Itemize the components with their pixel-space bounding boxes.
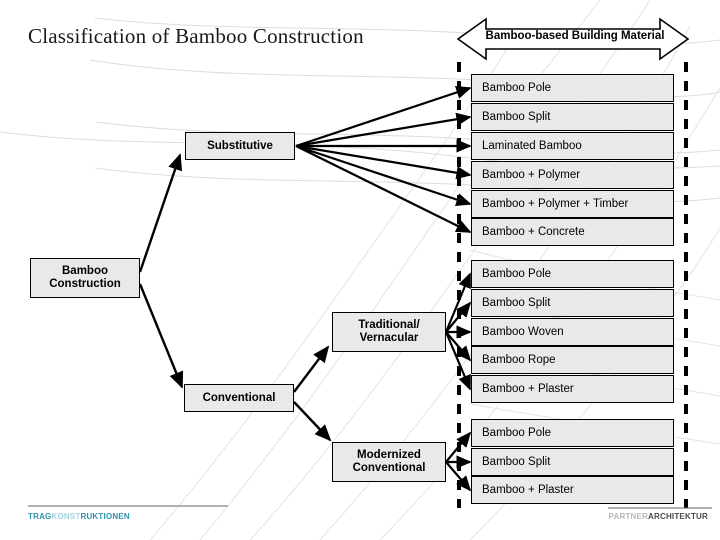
logo-tragkonstruktionen: TRAGKONSTRUKTIONEN	[28, 512, 130, 521]
node-conventional[interactable]: Conventional	[184, 384, 294, 412]
leaf-item[interactable]: Bamboo Pole	[471, 74, 674, 102]
leaf-item[interactable]: Bamboo Split	[471, 103, 674, 131]
leaf-item[interactable]: Bamboo + Plaster	[471, 375, 674, 403]
banner-label: Bamboo-based Building Material	[485, 30, 665, 42]
logo-right-mid: NER	[630, 512, 649, 521]
logo-left-prefix: TRAG	[28, 512, 52, 521]
leaf-item[interactable]: Bamboo Woven	[471, 318, 674, 346]
node-bamboo-construction[interactable]: Bamboo Construction	[30, 258, 140, 298]
leaf-item[interactable]: Bamboo + Polymer + Timber	[471, 190, 674, 218]
leaf-item[interactable]: Bamboo Split	[471, 289, 674, 317]
leaf-item[interactable]: Bamboo + Plaster	[471, 476, 674, 504]
leaf-item[interactable]: Laminated Bamboo	[471, 132, 674, 160]
logo-left-mid: KONST	[51, 512, 81, 521]
logo-left-suffix: RUKTIONEN	[80, 512, 130, 521]
leaf-item[interactable]: Bamboo + Polymer	[471, 161, 674, 189]
leaf-item[interactable]: Bamboo Rope	[471, 346, 674, 374]
logo-right-prefix: PART	[608, 512, 631, 521]
leaf-item[interactable]: Bamboo Split	[471, 448, 674, 476]
banner-arrow-shape	[456, 17, 690, 61]
logo-architektur: PARTNERARCHITEKTUR	[609, 512, 708, 521]
node-substitutive[interactable]: Substitutive	[185, 132, 295, 160]
leaf-item[interactable]: Bamboo Pole	[471, 260, 674, 288]
leaf-item[interactable]: Bamboo + Concrete	[471, 218, 674, 246]
node-traditional-vernacular[interactable]: Traditional/ Vernacular	[332, 312, 446, 352]
logo-right-suffix: ARCHITEKTUR	[648, 512, 708, 521]
leaf-item[interactable]: Bamboo Pole	[471, 419, 674, 447]
node-modernized-conventional[interactable]: Modernized Conventional	[332, 442, 446, 482]
